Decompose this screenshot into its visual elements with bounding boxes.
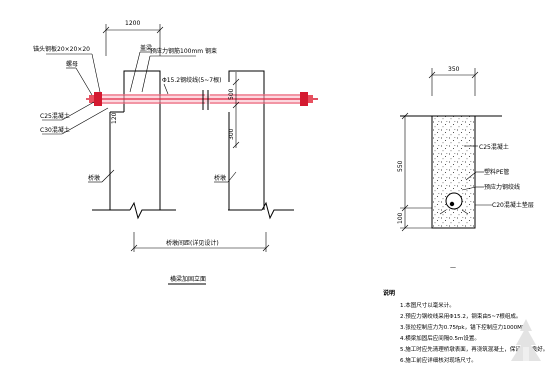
elevation-view: 1200 <box>33 20 318 285</box>
caption-left: 横梁加固立面 <box>170 275 206 283</box>
callouts-top: 盖梁 预应力钢筋100mm 钢束 Φ15.2钢绞线(5~7根) <box>129 44 221 95</box>
dim-right: 500 300 <box>228 72 240 149</box>
note-item: 2.预应力钢绞线采用Φ15.2，钢束由5~7根组成。 <box>400 312 521 320</box>
label-bottom-right: C20混凝土垫层 <box>492 201 534 209</box>
label-pier-right: 桥墩 <box>214 174 226 182</box>
label-bolt: 预应力钢筋100mm 钢束 <box>150 47 217 55</box>
pe-pipe <box>445 192 463 210</box>
label-strand: Φ15.2钢绞线(5~7根) <box>162 76 221 84</box>
anchor-left <box>86 92 102 106</box>
section-view: 350 550 100 C25混凝土 塑料PE管 预应力钢绞线 C20混凝土垫层 <box>397 66 534 271</box>
caption-right: — <box>450 264 456 271</box>
dim-top-left-text: 1200 <box>125 20 140 27</box>
label-nut: 螺母 <box>66 60 78 68</box>
watermark-logo <box>511 319 541 361</box>
dim-top-right-text: 350 <box>448 66 460 73</box>
note-item: 5.施工时应先清理桥墩表面，再浇筑混凝土，保证结合良好。 <box>400 345 548 353</box>
dim-left-small: 120 <box>111 112 118 124</box>
note-item: 3.张拉控制应力为0.75fpk，锚下控制应力1000MPa。 <box>400 323 534 331</box>
label-c25-left: C25混凝土 <box>40 112 70 120</box>
label-c30: C30混凝土 <box>40 126 70 134</box>
dim-right-lower: 300 <box>228 128 235 140</box>
dim-right-upper: 500 <box>228 88 235 100</box>
label-c25-right: C25混凝土 <box>479 143 509 151</box>
notes-block: 说明 1.本图尺寸以毫米计。 2.预应力钢绞线采用Φ15.2，钢束由5~7根组成… <box>383 289 548 364</box>
note-item: 6.施工前应详细核对现场尺寸。 <box>400 356 477 364</box>
right-pier <box>228 70 294 220</box>
pier-labels: 桥墩 桥墩 <box>88 169 237 183</box>
dim-left-right: 550 <box>397 160 404 172</box>
dim-bottom-text: 桥墩间距(详见设计) <box>166 239 219 247</box>
elevation-caption: 横梁加固立面 <box>168 275 206 285</box>
dim-bottom: 桥墩间距(详见设计) <box>130 232 270 252</box>
callouts-left: 锚头钢板20×20×20 螺母 C25混凝土 C30混凝土 <box>33 45 109 135</box>
label-pier-left: 桥墩 <box>88 174 100 182</box>
prestress-beam <box>92 90 318 110</box>
notes-heading: 说明 <box>383 289 395 297</box>
label-cap-beam: 盖梁 <box>140 44 152 52</box>
dim-top-left: 1200 <box>102 20 164 56</box>
left-pier <box>92 70 176 220</box>
note-item: 4.横梁加固后应间隔0.5m设置。 <box>400 334 480 342</box>
label-anchor-plate: 锚头钢板20×20×20 <box>33 45 90 53</box>
anchor-right <box>300 92 318 106</box>
concrete-block <box>431 115 476 229</box>
label-pipe: 塑料PE管 <box>484 168 509 176</box>
strand-dot <box>449 201 455 207</box>
dim-left-small-right: 100 <box>397 212 404 224</box>
note-item: 1.本图尺寸以毫米计。 <box>400 301 455 309</box>
label-strand-right: 预应力钢绞线 <box>484 183 520 191</box>
